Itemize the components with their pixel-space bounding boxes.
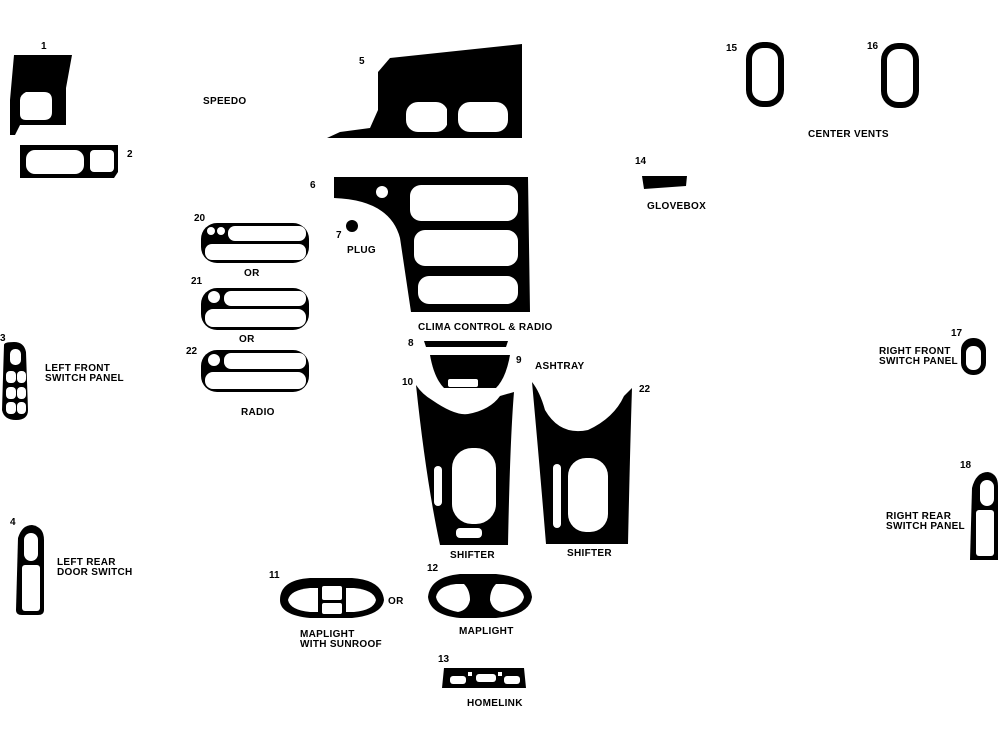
part-12-shape bbox=[428, 574, 532, 618]
part-11-shape bbox=[280, 578, 384, 618]
part-5-shape bbox=[327, 44, 522, 138]
part-17-shape bbox=[961, 338, 986, 375]
part-number-7: 7 bbox=[336, 230, 342, 241]
label-or-1: OR bbox=[244, 268, 260, 279]
part-number-18: 18 bbox=[960, 460, 972, 471]
part-22-radio-shape bbox=[201, 350, 309, 392]
label-glovebox: GLOVEBOX bbox=[647, 201, 707, 212]
label-shifter-22: SHIFTER bbox=[567, 548, 612, 559]
part-16-shape bbox=[881, 43, 919, 108]
label-clima-control-radio: CLIMA CONTROL & RADIO bbox=[418, 322, 553, 333]
part-3-shape bbox=[2, 342, 28, 420]
label-left-front-line2: SWITCH PANEL bbox=[45, 373, 124, 384]
label-center-vents: CENTER VENTS bbox=[808, 129, 889, 140]
part-8-shape bbox=[424, 341, 508, 347]
part-number-16: 16 bbox=[867, 41, 879, 52]
part-4-shape bbox=[16, 525, 44, 615]
label-speedo: SPEEDO bbox=[203, 96, 247, 107]
part-number-13: 13 bbox=[438, 654, 450, 665]
part-number-1: 1 bbox=[41, 41, 47, 52]
part-number-12: 12 bbox=[427, 563, 439, 574]
part-2-shape bbox=[20, 145, 118, 178]
label-plug: PLUG bbox=[347, 245, 376, 256]
part-number-9: 9 bbox=[516, 355, 522, 366]
part-20-shape bbox=[201, 223, 309, 263]
label-maplight: MAPLIGHT bbox=[459, 626, 514, 637]
label-left-rear-line2: DOOR SWITCH bbox=[57, 567, 133, 578]
part-14-shape bbox=[642, 176, 687, 189]
part-6-shape bbox=[334, 177, 530, 312]
part-9-shape bbox=[430, 355, 510, 388]
part-number-10: 10 bbox=[402, 377, 414, 388]
label-right-front-line2: SWITCH PANEL bbox=[879, 356, 958, 367]
part-15-shape bbox=[746, 42, 784, 107]
label-or-3: OR bbox=[388, 596, 404, 607]
label-ashtray: ASHTRAY bbox=[535, 361, 585, 372]
label-or-2: OR bbox=[239, 334, 255, 345]
part-number-22-shifter: 22 bbox=[639, 384, 651, 395]
part-number-22-radio: 22 bbox=[186, 346, 198, 357]
part-number-17: 17 bbox=[951, 328, 963, 339]
part-10-shape bbox=[416, 385, 514, 545]
label-left-rear-line1: LEFT REAR bbox=[57, 557, 116, 568]
part-number-21: 21 bbox=[191, 276, 203, 287]
part-number-8: 8 bbox=[408, 338, 414, 349]
part-18-shape bbox=[970, 472, 998, 560]
label-shifter-10: SHIFTER bbox=[450, 550, 495, 561]
part-number-15: 15 bbox=[726, 43, 738, 54]
label-maplight-sunroof-line1: MAPLIGHT bbox=[300, 629, 355, 640]
part-number-11: 11 bbox=[269, 570, 280, 581]
part-number-20: 20 bbox=[194, 213, 206, 224]
label-right-rear-line2: SWITCH PANEL bbox=[886, 521, 965, 532]
part-number-2: 2 bbox=[127, 149, 133, 160]
label-right-front-line1: RIGHT FRONT bbox=[879, 346, 951, 357]
part-number-14: 14 bbox=[635, 156, 647, 167]
part-1-shape bbox=[10, 55, 72, 135]
part-number-4: 4 bbox=[10, 517, 16, 528]
part-13-shape bbox=[442, 668, 526, 688]
part-7-shape bbox=[346, 220, 358, 232]
label-maplight-sunroof-line2: WITH SUNROOF bbox=[300, 639, 382, 650]
part-21-shape bbox=[201, 288, 309, 330]
label-left-front-line1: LEFT FRONT bbox=[45, 363, 111, 374]
part-number-6: 6 bbox=[310, 180, 316, 191]
label-right-rear-line1: RIGHT REAR bbox=[886, 511, 952, 522]
label-radio: RADIO bbox=[241, 407, 275, 418]
label-homelink: HOMELINK bbox=[467, 698, 523, 709]
part-number-5: 5 bbox=[359, 56, 365, 67]
part-number-3: 3 bbox=[0, 333, 6, 344]
part-22-shifter-shape bbox=[532, 382, 632, 544]
